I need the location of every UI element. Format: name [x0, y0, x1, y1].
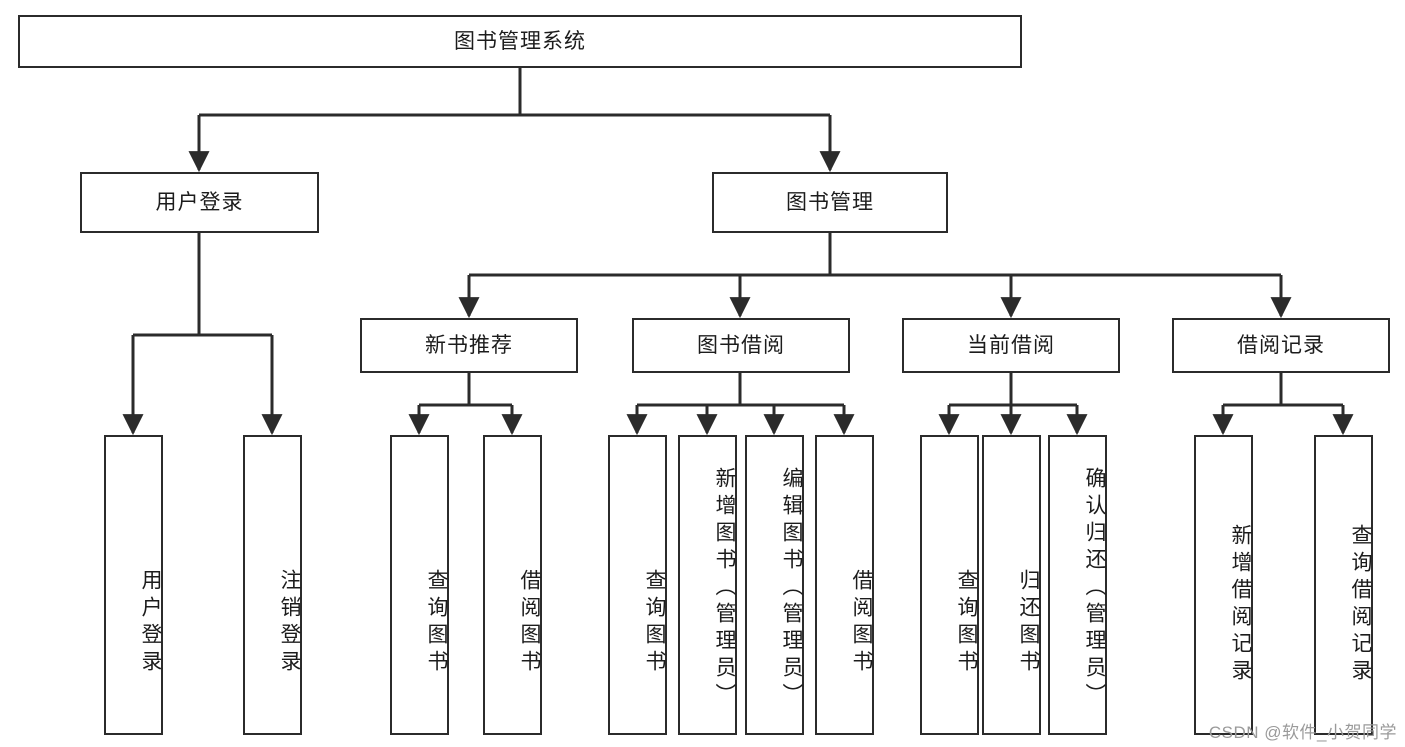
leaf-query-book-new[interactable]: 查询图书 — [390, 435, 449, 735]
node-label: 查询借阅记录 — [1349, 524, 1372, 686]
node-label: 归还图书 — [1017, 568, 1040, 677]
leaf-query-book-borrow[interactable]: 查询图书 — [608, 435, 667, 735]
node-label: 新增图书（管理员） — [713, 466, 736, 710]
node-label: 确认归还（管理员） — [1083, 466, 1106, 710]
node-label: 新增借阅记录 — [1229, 524, 1252, 686]
node-user-login[interactable]: 用户登录 — [80, 172, 319, 233]
node-label: 图书管理系统 — [454, 29, 586, 53]
leaf-query-book-current[interactable]: 查询图书 — [920, 435, 979, 735]
node-label: 借阅图书 — [850, 568, 873, 677]
leaf-edit-book-admin[interactable]: 编辑图书（管理员） — [745, 435, 804, 735]
node-book-management[interactable]: 图书管理 — [712, 172, 948, 233]
leaf-return-book[interactable]: 归还图书 — [982, 435, 1041, 735]
csdn-watermark: CSDN @软件_小贺同学 — [1208, 723, 1397, 742]
leaf-query-borrow-record[interactable]: 查询借阅记录 — [1314, 435, 1373, 735]
node-label: 图书管理 — [786, 190, 874, 214]
node-root-book-management-system[interactable]: 图书管理系统 — [18, 15, 1022, 68]
node-label: 用户登录 — [155, 190, 244, 214]
leaf-borrow-book[interactable]: 借阅图书 — [815, 435, 874, 735]
leaf-borrow-book-new[interactable]: 借阅图书 — [483, 435, 542, 735]
node-label: 编辑图书（管理员） — [780, 466, 803, 710]
node-label: 图书借阅 — [697, 333, 785, 357]
leaf-logout-login[interactable]: 注销登录 — [243, 435, 302, 735]
node-borrow-record[interactable]: 借阅记录 — [1172, 318, 1390, 373]
node-book-borrow[interactable]: 图书借阅 — [632, 318, 850, 373]
node-new-book-recommend[interactable]: 新书推荐 — [360, 318, 578, 373]
leaf-add-book-admin[interactable]: 新增图书（管理员） — [678, 435, 737, 735]
node-label: 借阅记录 — [1237, 333, 1325, 357]
node-label: 当前借阅 — [967, 333, 1055, 357]
node-label: 查询图书 — [425, 568, 448, 677]
node-label: 用户登录 — [139, 568, 162, 677]
leaf-confirm-return-admin[interactable]: 确认归还（管理员） — [1048, 435, 1107, 735]
node-current-borrow[interactable]: 当前借阅 — [902, 318, 1120, 373]
node-label: 查询图书 — [955, 568, 978, 677]
leaf-add-borrow-record[interactable]: 新增借阅记录 — [1194, 435, 1253, 735]
node-label: 新书推荐 — [425, 333, 513, 357]
leaf-user-login[interactable]: 用户登录 — [104, 435, 163, 735]
node-label: 注销登录 — [278, 568, 301, 677]
node-label: 借阅图书 — [518, 568, 541, 677]
node-label: 查询图书 — [643, 568, 666, 677]
